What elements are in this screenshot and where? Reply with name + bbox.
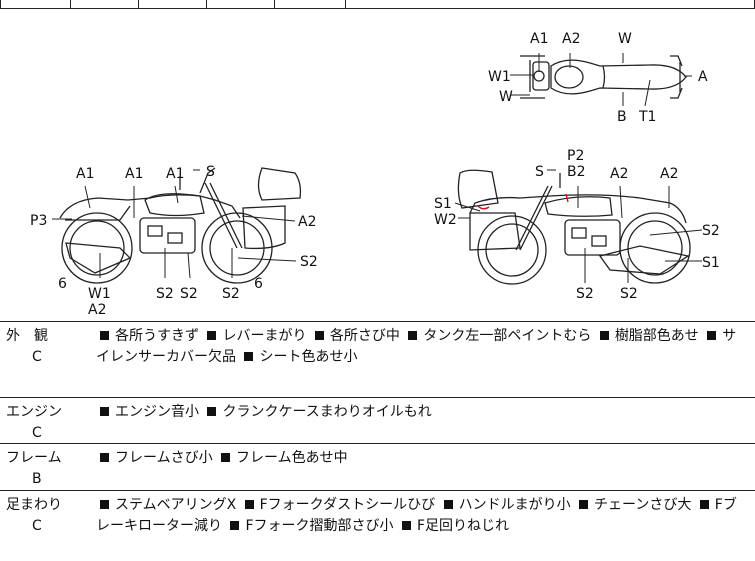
condition-item: レバーまがり: [222, 328, 307, 344]
bullet-square-icon: [443, 500, 453, 509]
label-left-p3: P3: [30, 213, 47, 229]
label-left-s2-1: S2: [156, 286, 174, 302]
row-category: エンジン C: [6, 402, 86, 444]
label-right-p2: P2: [567, 148, 584, 164]
bullet-square-icon: [100, 407, 109, 416]
condition-item: シート色あせ小: [259, 349, 358, 365]
row-description: ステムベアリングX Fフォークダストシールひび ハンドルまがり小 チェーンさび大…: [96, 495, 748, 537]
damage-diagram: A1 A2 W W1 W A B T1 A1 A1 A1 S P3 A2 S2 …: [0, 8, 755, 322]
label-right-a2-2: A2: [660, 166, 678, 182]
row-description: 各所うすきず レバーまがり 各所さび中 タンク左一部ペイントむら 樹脂部色あせ …: [96, 326, 748, 368]
condition-item: Fフォーク摺動部さび小: [245, 518, 394, 534]
label-left-a1-2: A1: [125, 166, 143, 182]
category-label: 外 観: [6, 328, 48, 344]
condition-item: チェーンさび大: [594, 497, 692, 513]
label-right-a2-1: A2: [610, 166, 628, 182]
label-top-t1: T1: [638, 109, 656, 125]
category-label: エンジン: [6, 404, 62, 420]
label-left-6-rear: 6: [254, 276, 263, 292]
grade-label: B: [32, 471, 42, 487]
grade-label: C: [32, 518, 42, 534]
callout-lines: [52, 53, 703, 283]
label-left-s2-right: S2: [300, 254, 318, 270]
right-side-motorcycle: [457, 169, 691, 285]
grade-label: C: [32, 425, 42, 441]
condition-item: エンジン音小: [115, 404, 199, 420]
condition-item: 樹脂部色あせ: [614, 328, 699, 344]
grade-label: C: [32, 349, 42, 365]
bullet-square-icon: [699, 500, 709, 509]
label-left-6-front: 6: [58, 276, 67, 292]
label-left-a2: A2: [298, 214, 316, 230]
condition-item: F足回りねじれ: [416, 518, 510, 534]
condition-item: フレーム色あせ中: [236, 450, 348, 466]
left-side-motorcycle: [59, 167, 302, 284]
condition-row-exterior: 外 観 C 各所うすきず レバーまがり 各所さび中 タンク左一部ペイントむら 樹…: [0, 322, 755, 398]
condition-item: Fフォークダストシールひび: [259, 497, 436, 513]
category-label: 足まわり: [6, 497, 62, 513]
label-top-w-lower: W: [499, 89, 513, 105]
category-label: フレーム: [6, 450, 62, 466]
bullet-square-icon: [244, 352, 254, 361]
row-category: フレーム B: [6, 448, 86, 490]
bullet-square-icon: [707, 331, 717, 340]
label-right-s2-1: S2: [576, 286, 594, 302]
bullet-square-icon: [100, 331, 109, 340]
damage-mark: [565, 193, 569, 203]
condition-item: ステムベアリングX: [115, 497, 237, 513]
bullet-square-icon: [100, 453, 109, 462]
label-left-a1-1: A1: [76, 166, 94, 182]
damage-mark: [477, 205, 490, 210]
condition-item: サイレンサーカバー欠品: [96, 328, 737, 365]
label-top-w: W: [618, 31, 632, 47]
label-top-a: A: [698, 69, 708, 85]
condition-item: 各所さび中: [329, 328, 400, 344]
label-left-s: S: [206, 164, 215, 180]
condition-item: クランクケースまわりオイルもれ: [222, 404, 432, 420]
label-left-s2-2: S2: [180, 286, 198, 302]
bullet-square-icon: [408, 331, 418, 340]
bullet-square-icon: [401, 521, 411, 530]
bullet-square-icon: [314, 331, 324, 340]
condition-item: タンク左一部ペイントむら: [423, 328, 592, 344]
condition-item: Fブレーキローター減り: [96, 497, 737, 534]
label-top-a2: A2: [562, 31, 580, 47]
row-description: エンジン音小 クランクケースまわりオイルもれ: [96, 402, 748, 423]
label-right-s: S: [535, 164, 544, 180]
bullet-square-icon: [599, 331, 609, 340]
row-category: 足まわり C: [6, 495, 86, 537]
bullet-square-icon: [230, 521, 240, 530]
bullet-square-icon: [221, 453, 231, 462]
bullet-square-icon: [207, 331, 217, 340]
label-left-s2-3: S2: [222, 286, 240, 302]
condition-row-suspension: 足まわり C ステムベアリングX Fフォークダストシールひび ハンドルまがり小 …: [0, 491, 755, 561]
condition-item: ハンドルまがり小: [458, 497, 571, 513]
label-left-a1-3: A1: [166, 166, 184, 182]
label-left-w1: W1: [88, 286, 111, 302]
row-description: フレームさび小 フレーム色あせ中: [96, 448, 748, 469]
bullet-square-icon: [100, 500, 109, 509]
label-left-a2-bottom: A2: [88, 302, 106, 318]
bullet-square-icon: [207, 407, 217, 416]
label-top-a1: A1: [530, 31, 548, 47]
label-right-s1-top: S1: [434, 196, 452, 212]
label-right-s1-side: S1: [702, 255, 720, 271]
label-right-w2: W2: [434, 212, 457, 228]
bullet-square-icon: [244, 500, 254, 509]
condition-item: フレームさび小: [115, 450, 213, 466]
condition-item: 各所うすきず: [115, 328, 199, 344]
label-right-b2: B2: [567, 164, 586, 180]
row-category: 外 観 C: [6, 326, 86, 368]
label-top-w1: W1: [488, 69, 511, 85]
bullet-square-icon: [579, 500, 589, 509]
motorcycle-diagram: A1 A2 W W1 W A B T1 A1 A1 A1 S P3 A2 S2 …: [30, 31, 720, 318]
label-top-b: B: [617, 109, 627, 125]
condition-row-frame: フレーム B フレームさび小 フレーム色あせ中: [0, 444, 755, 491]
top-view-motorcycle: [520, 55, 687, 99]
label-right-s2-side: S2: [702, 223, 720, 239]
label-right-s2-2: S2: [620, 286, 638, 302]
condition-row-engine: エンジン C エンジン音小 クランクケースまわりオイルもれ: [0, 398, 755, 444]
